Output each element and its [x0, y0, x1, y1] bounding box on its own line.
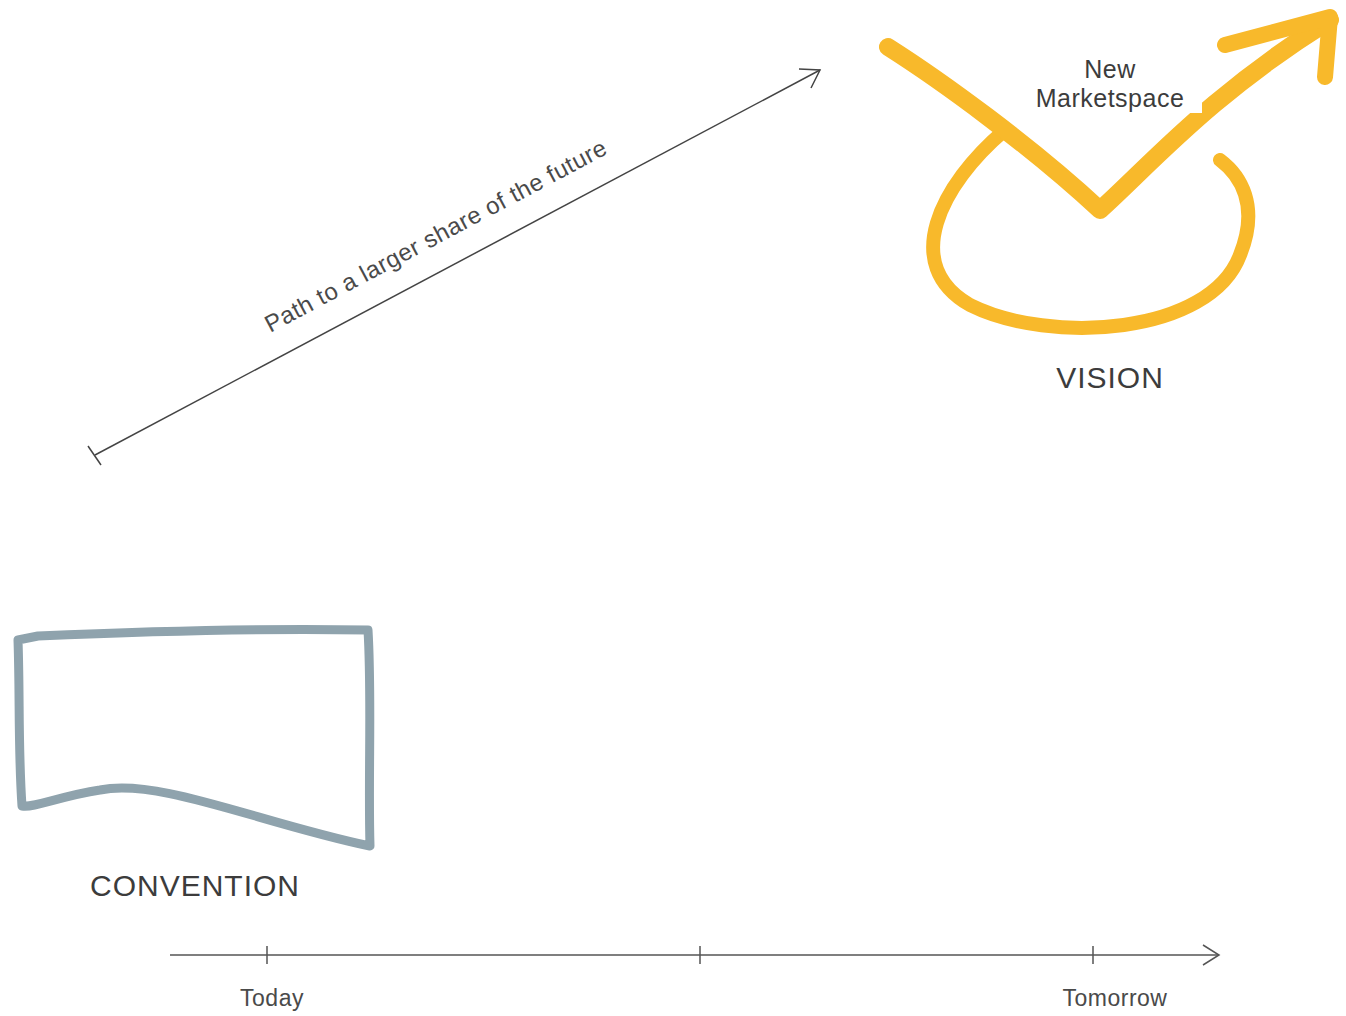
label-holder: Path to a larger share of the future — [260, 134, 612, 339]
vision-arrowhead — [1225, 17, 1330, 77]
node-text: New Marketspace — [1019, 55, 1202, 113]
convention-outline — [18, 629, 370, 846]
node-outline — [10, 618, 380, 903]
node-heading: VISION — [1052, 361, 1168, 396]
node-heading: CONVENTION — [86, 869, 304, 904]
path-arrow — [88, 69, 820, 465]
timeline-label: Tomorrow — [1063, 985, 1168, 1012]
vision-loop — [933, 130, 1248, 328]
timeline-label: Today — [240, 985, 304, 1012]
label-holder: Today — [240, 985, 304, 1012]
timeline-axis — [170, 945, 1219, 965]
convention-box: CONVENTION — [10, 618, 380, 903]
path-label: Path to a larger share of the future — [260, 134, 612, 339]
vision-shape: New MarketspaceVISION — [880, 5, 1340, 395]
label-holder: Tomorrow — [1063, 985, 1168, 1012]
vision-arrow — [888, 20, 1330, 210]
